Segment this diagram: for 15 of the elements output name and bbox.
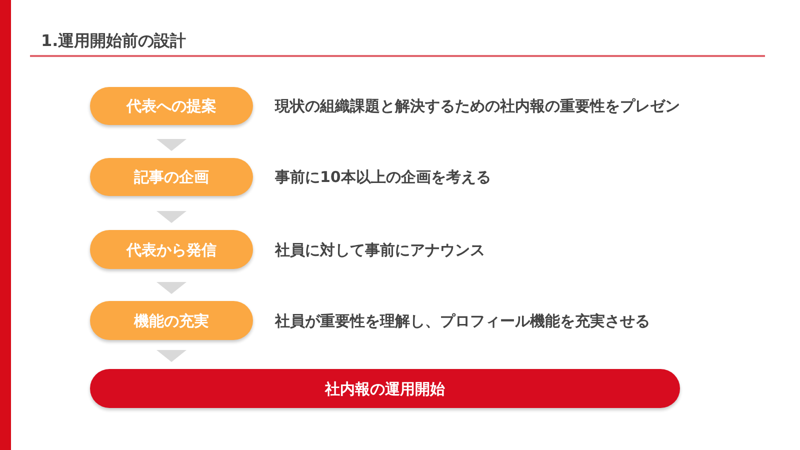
slide-title: 1.運用開始前の設計 (41, 30, 186, 52)
step-pill (90, 230, 253, 269)
step-description: 社員に対して事前にアナウンス (275, 240, 485, 260)
step-label: 記事の企画 (134, 167, 209, 187)
step-pill (90, 87, 253, 125)
step-description: 社員が重要性を理解し、プロフィール機能を充実させる (275, 310, 650, 330)
step-label: 代表への提案 (126, 96, 216, 116)
step-pill (90, 301, 253, 340)
step-label: 機能の充実 (134, 310, 209, 330)
step-label: 代表から発信 (126, 240, 216, 260)
step-description: 事前に10本以上の企画を考える (275, 167, 491, 187)
final-step-pill (90, 369, 680, 408)
step-description: 現状の組織課題と解決するための社内報の重要性をプレゼン (275, 96, 680, 116)
step-pill (90, 158, 253, 196)
step-label: 社内報の運用開始 (325, 378, 445, 398)
